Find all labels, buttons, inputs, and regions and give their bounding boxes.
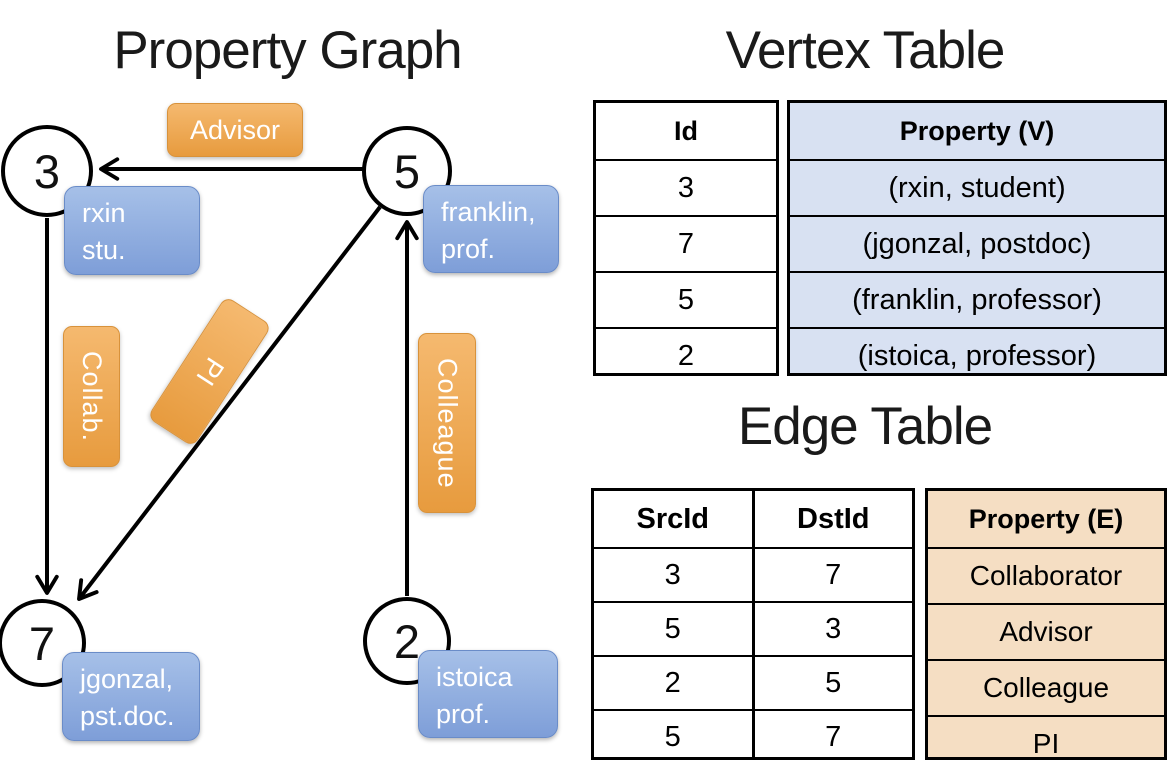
vertex-card-rxin-line1: rxin: [82, 198, 126, 228]
vertex-table-property-header: Property (V): [899, 115, 1055, 146]
node-2-id: 2: [393, 614, 421, 668]
vertex-card-jgonzal-line2: pst.doc.: [80, 701, 175, 731]
vertex-card-istoica: istoica prof.: [418, 650, 558, 738]
node-7-id: 7: [28, 616, 56, 670]
vertex-table-property-cell: (rxin, student): [790, 159, 1164, 215]
vertex-card-jgonzal: jgonzal, pst.doc.: [62, 652, 200, 741]
edge-table-property-cell: Collaborator: [928, 547, 1164, 603]
edge-table-dst-cell: 7: [751, 547, 912, 601]
edge-table-property-column: Property (E) Collaborator Advisor Collea…: [925, 488, 1167, 760]
vertex-table-id-column: Id 3 7 5 2: [593, 100, 779, 376]
vertex-card-franklin-line1: franklin,: [441, 197, 536, 227]
edge-pi-5-to-7: [77, 205, 382, 601]
edge-table-dst-cell: 5: [751, 655, 912, 709]
vertex-table-id-cell: 2: [596, 327, 776, 383]
property-graph-title: Property Graph: [113, 21, 462, 80]
edge-table-property-cell: PI: [928, 715, 1164, 760]
graph-node-5: 5: [362, 126, 452, 216]
edge-table-src-header: SrcId: [636, 502, 710, 535]
vertex-table-id-cell: 5: [596, 271, 776, 327]
vertex-table-id-cell: 7: [596, 215, 776, 271]
edge-table-row: 5 7: [594, 709, 912, 760]
node-3-id: 3: [33, 144, 61, 198]
edge-table-row: 2 5: [594, 655, 912, 709]
edge-label-pi-text: PI: [189, 352, 230, 392]
vertex-card-franklin-line2: prof.: [441, 234, 496, 264]
edge-table-src-cell: 3: [594, 547, 752, 601]
vertex-table-title: Vertex Table: [725, 21, 1006, 80]
vertex-table-id-cell: 3: [596, 159, 776, 215]
edge-table-title: Edge Table: [737, 397, 993, 456]
node-5-id: 5: [393, 144, 421, 198]
edge-table-property-cell: Colleague: [928, 659, 1164, 715]
vertex-table-property-cell: (istoica, professor): [790, 327, 1164, 383]
edge-table-property-header: Property (E): [968, 503, 1124, 534]
vertex-table-id-header: Id: [674, 115, 698, 146]
vertex-card-rxin: rxin stu.: [64, 186, 200, 275]
edge-label-colleague: Colleague: [418, 333, 476, 513]
edge-label-advisor: Advisor: [167, 103, 303, 157]
graph-edges: [35, 157, 419, 601]
vertex-card-jgonzal-line1: jgonzal,: [80, 664, 174, 694]
graph-node-2: 2: [363, 597, 451, 685]
vertex-card-istoica-line1: istoica: [436, 662, 513, 692]
vertex-card-franklin: franklin, prof.: [423, 185, 559, 273]
vertex-table-property-cell: (franklin, professor): [790, 271, 1164, 327]
vertex-table-property-column: Property (V) (rxin, student) (jgonzal, p…: [787, 100, 1167, 376]
edge-label-collab: Collab.: [63, 326, 120, 467]
edge-table-row: 3 7: [594, 547, 912, 601]
edge-label-collab-text: Collab.: [77, 350, 107, 443]
edge-table-src-cell: 5: [594, 601, 752, 655]
edge-table-dst-cell: 3: [751, 601, 912, 655]
edge-table-src-cell: 5: [594, 709, 752, 760]
edge-label-colleague-text: Colleague: [432, 357, 463, 489]
edge-table-id-columns: SrcId DstId 3 7 5 3 2 5 5 7: [591, 488, 915, 760]
edge-table-dst-header: DstId: [751, 491, 913, 547]
vertex-table-property-cell: (jgonzal, postdoc): [790, 215, 1164, 271]
edge-label-advisor-text: Advisor: [189, 114, 281, 145]
vertex-card-rxin-line2: stu.: [82, 235, 126, 265]
edge-table-property-cell: Advisor: [928, 603, 1164, 659]
edge-table-src-cell: 2: [594, 655, 752, 709]
edge-table-row: 5 3: [594, 601, 912, 655]
edge-table-header-row: SrcId DstId: [594, 491, 912, 547]
edge-table-dst-cell: 7: [751, 709, 912, 760]
vertex-card-istoica-line2: prof.: [436, 699, 491, 729]
